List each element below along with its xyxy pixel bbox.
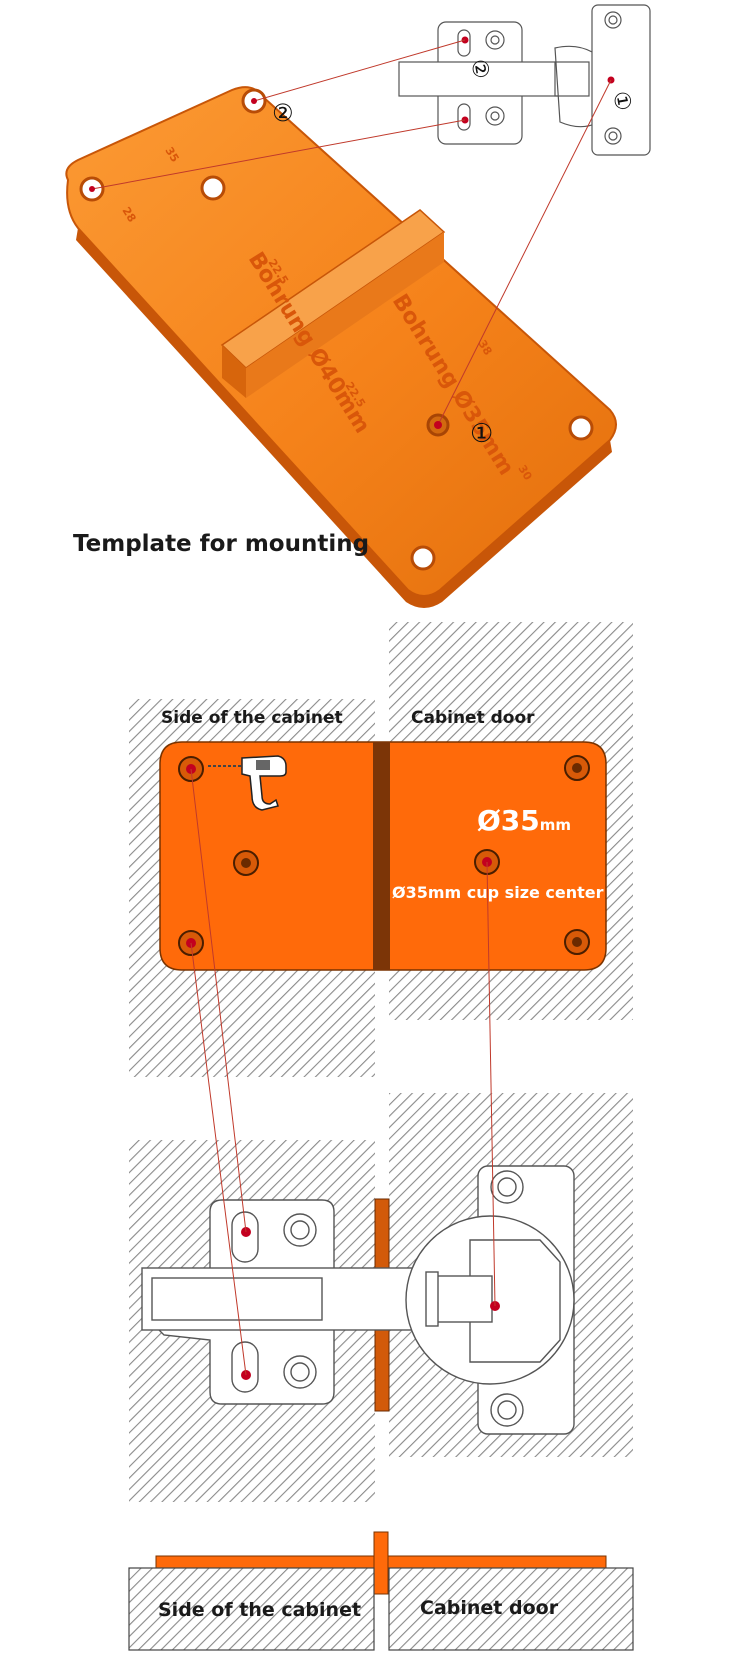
section-fence — [373, 1531, 389, 1595]
plan-view: Side of the cabinet Cabinet door Ø35mm Ø… — [129, 622, 633, 1077]
callout-2: ② — [272, 99, 294, 127]
plan-diameter: Ø35mm — [477, 804, 571, 837]
photo-caption: Template for mounting — [73, 531, 369, 557]
plan-label-left: Side of the cabinet — [161, 708, 343, 728]
callout-2-hinge: ② — [465, 57, 493, 81]
plan-diameter-value: Ø35 — [477, 804, 540, 837]
hinge-icon — [398, 4, 651, 156]
section-label-right: Cabinet door — [420, 1597, 559, 1619]
section-cabinet-door — [388, 1567, 634, 1651]
photo-points — [89, 98, 442, 429]
plan-label-right: Cabinet door — [411, 708, 535, 728]
template-plan-fence — [373, 742, 390, 970]
plan-holes — [178, 755, 590, 956]
hinge-view — [129, 768, 633, 1502]
section-cabinet-side — [128, 1567, 375, 1651]
drill-icon — [208, 755, 287, 811]
template-fence-front — [246, 232, 444, 398]
template-plate-edge — [76, 228, 612, 608]
template-plate — [65, 86, 617, 597]
template-fence-side — [222, 345, 246, 398]
callout-1-hinge: ① — [607, 89, 635, 113]
section-view: Side of the cabinet Cabinet door — [128, 1531, 634, 1651]
template-photo: Bohrung Ø40mm Bohrung Ø35mm 35 22.5 28 3… — [65, 4, 651, 608]
template-holes — [79, 88, 594, 571]
hinge-cup-plate — [405, 1165, 575, 1435]
plan-diameter-unit: mm — [540, 816, 571, 834]
alignment-lines — [190, 768, 496, 1376]
hinge-arm — [141, 1267, 443, 1331]
section-label-left: Side of the cabinet — [158, 1599, 361, 1621]
callout-1: ① — [470, 419, 493, 449]
plan-cup-label: Ø35mm cup size center — [392, 883, 604, 902]
photo-leader-lines — [91, 39, 612, 426]
